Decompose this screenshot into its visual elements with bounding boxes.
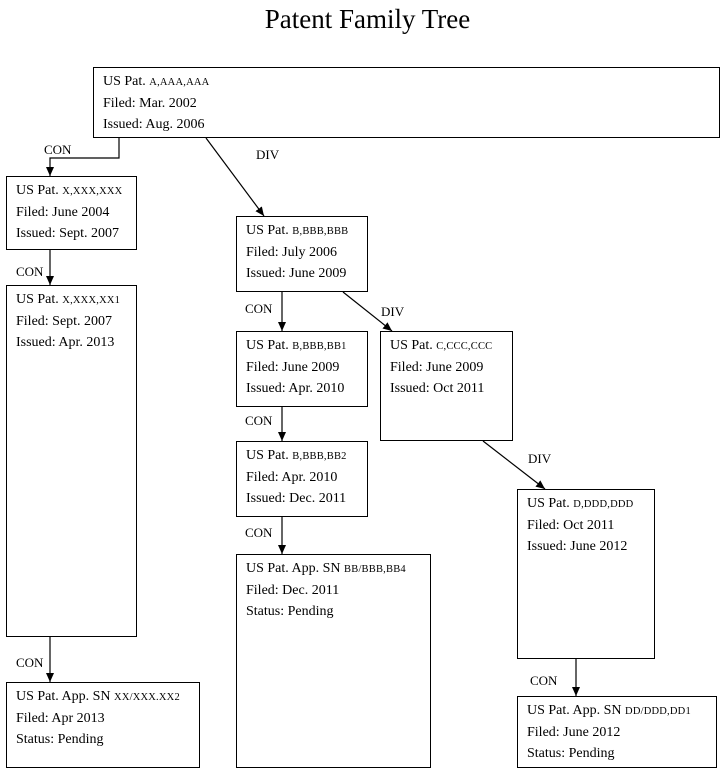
node-prefix: US Pat. xyxy=(16,292,59,307)
patent-node-a: US Pat. A,AAA,AAA Filed: Mar. 2002 Issue… xyxy=(93,67,720,138)
edge-label-c-d: DIV xyxy=(528,451,552,466)
node-prefix: US Pat. xyxy=(246,448,289,463)
node-filed: Filed: June 2012 xyxy=(527,725,621,740)
patent-node-d: US Pat. D,DDD,DDD Filed: Oct 2011 Issued… xyxy=(517,489,655,659)
patent-node-d1: US Pat. App. SN DD/DDD,DD1 Filed: June 2… xyxy=(517,696,717,768)
patent-node-x2: US Pat. App. SN XX/XXX.XX2 Filed: Apr 20… xyxy=(6,682,200,768)
node-status: Issued: Dec. 2011 xyxy=(246,491,347,506)
edge-label-b1-b2: CON xyxy=(245,413,273,428)
node-number: X,XXX,XX1 xyxy=(62,295,121,306)
edge-label-b-b1: CON xyxy=(245,301,273,316)
node-filed: Filed: Mar. 2002 xyxy=(103,96,197,111)
node-prefix: US Pat. xyxy=(390,338,433,353)
node-status: Issued: Apr. 2010 xyxy=(246,381,345,396)
edge-a-b xyxy=(205,137,265,217)
node-prefix: US Pat. App. SN xyxy=(246,561,341,576)
node-prefix: US Pat. App. SN xyxy=(527,703,622,718)
patent-node-b2: US Pat. B,BBB,BB2 Filed: Apr. 2010 Issue… xyxy=(236,441,368,517)
node-number: XX/XXX.XX2 xyxy=(114,692,180,703)
patent-node-b: US Pat. B,BBB,BBB Filed: July 2006 Issue… xyxy=(236,216,368,292)
node-filed: Filed: Oct 2011 xyxy=(527,518,615,533)
node-status: Issued: Sept. 2007 xyxy=(16,226,120,241)
node-status: Issued: Oct 2011 xyxy=(390,381,485,396)
edge-label-a-b: DIV xyxy=(256,147,280,162)
node-number: DD/DDD,DD1 xyxy=(625,706,691,717)
edge-label-b-c: DIV xyxy=(381,304,405,319)
node-number: X,XXX,XXX xyxy=(62,186,123,197)
node-filed: Filed: June 2009 xyxy=(246,360,340,375)
node-prefix: US Pat. xyxy=(246,338,289,353)
edge-label-b2-b4: CON xyxy=(245,525,273,540)
patent-node-x: US Pat. X,XXX,XXX Filed: June 2004 Issue… xyxy=(6,176,137,250)
edge-b-c xyxy=(342,291,393,332)
node-number: BB/BBB,BB4 xyxy=(344,564,406,575)
node-status: Issued: Aug. 2006 xyxy=(103,117,205,132)
node-status: Issued: June 2012 xyxy=(527,539,628,554)
node-filed: Filed: Sept. 2007 xyxy=(16,314,113,329)
edge-label-x-x1: CON xyxy=(16,264,44,279)
node-filed: Filed: Dec. 2011 xyxy=(246,583,340,598)
node-status: Status: Pending xyxy=(16,732,104,747)
node-number: B,BBB,BB1 xyxy=(292,341,347,352)
node-status: Issued: June 2009 xyxy=(246,266,347,281)
node-filed: Filed: Apr. 2010 xyxy=(246,470,338,485)
node-prefix: US Pat. App. SN xyxy=(16,689,111,704)
node-number: B,BBB,BBB xyxy=(292,226,349,237)
node-status: Status: Pending xyxy=(527,746,615,761)
node-status: Issued: Apr. 2013 xyxy=(16,335,115,350)
node-filed: Filed: Apr 2013 xyxy=(16,711,105,726)
edge-label-x1-x2: CON xyxy=(16,655,44,670)
edge-c-d xyxy=(482,440,546,490)
page-title: Patent Family Tree xyxy=(264,4,471,34)
edge-label-d-d1: CON xyxy=(530,673,558,688)
edge-a-x xyxy=(46,138,120,176)
node-prefix: US Pat. xyxy=(246,223,289,238)
patent-node-x1: US Pat. X,XXX,XX1 Filed: Sept. 2007 Issu… xyxy=(6,285,137,637)
node-number: D,DDD,DDD xyxy=(573,499,634,510)
patent-node-c: US Pat. C,CCC,CCC Filed: June 2009 Issue… xyxy=(380,331,513,441)
node-number: C,CCC,CCC xyxy=(436,341,493,352)
node-filed: Filed: June 2004 xyxy=(16,205,110,220)
edge-label-a-x: CON xyxy=(44,142,72,157)
node-filed: Filed: July 2006 xyxy=(246,245,338,260)
node-prefix: US Pat. xyxy=(103,74,146,89)
node-number: B,BBB,BB2 xyxy=(292,451,347,462)
node-prefix: US Pat. xyxy=(16,183,59,198)
patent-node-b1: US Pat. B,BBB,BB1 Filed: June 2009 Issue… xyxy=(236,331,368,407)
node-prefix: US Pat. xyxy=(527,496,570,511)
node-filed: Filed: June 2009 xyxy=(390,360,484,375)
node-status: Status: Pending xyxy=(246,604,334,619)
node-number: A,AAA,AAA xyxy=(149,77,210,88)
patent-node-b4: US Pat. App. SN BB/BBB,BB4 Filed: Dec. 2… xyxy=(236,554,431,768)
